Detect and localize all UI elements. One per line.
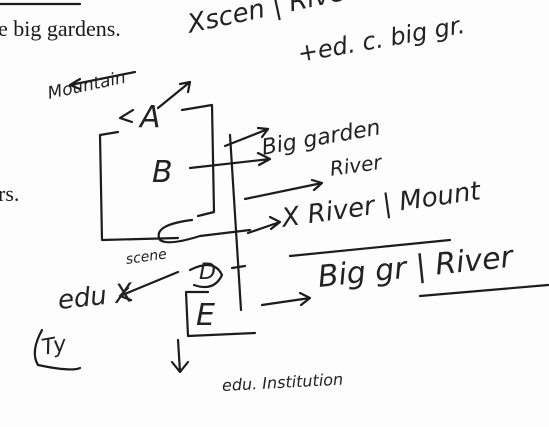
node-a: A <box>140 100 161 135</box>
c-curve <box>157 218 252 244</box>
left-bracket <box>98 130 180 242</box>
mountain-underline <box>68 70 137 87</box>
node-e: E <box>196 298 215 333</box>
mountain-arrowhead <box>68 77 82 91</box>
e-to-big-gr-arrow <box>260 291 312 307</box>
to-river-arrow <box>243 178 324 201</box>
a-to-scene-arrow <box>156 80 192 110</box>
d-to-edu-arrow <box>118 270 180 302</box>
to-x-river-arrow <box>246 215 282 235</box>
hand-tag-left: Ty <box>39 331 69 361</box>
b-to-garden-arrow <box>188 151 272 170</box>
printed-text-line-1: e big gardens. <box>0 16 121 41</box>
a-arrowhead <box>118 108 135 124</box>
big-gr-underline <box>418 283 549 298</box>
printed-text-line-2: rs. <box>0 181 20 206</box>
d-loop <box>188 263 224 289</box>
to-edu-arrow <box>223 126 270 148</box>
right-bracket <box>180 103 216 218</box>
node-d: D <box>199 260 216 285</box>
spine-line <box>228 133 243 312</box>
node-b: B <box>152 155 173 190</box>
down-arrow <box>170 338 190 374</box>
e-tick <box>230 264 247 270</box>
left-hook <box>33 328 82 371</box>
e-bracket <box>184 290 257 338</box>
x-river-underline <box>288 238 452 258</box>
